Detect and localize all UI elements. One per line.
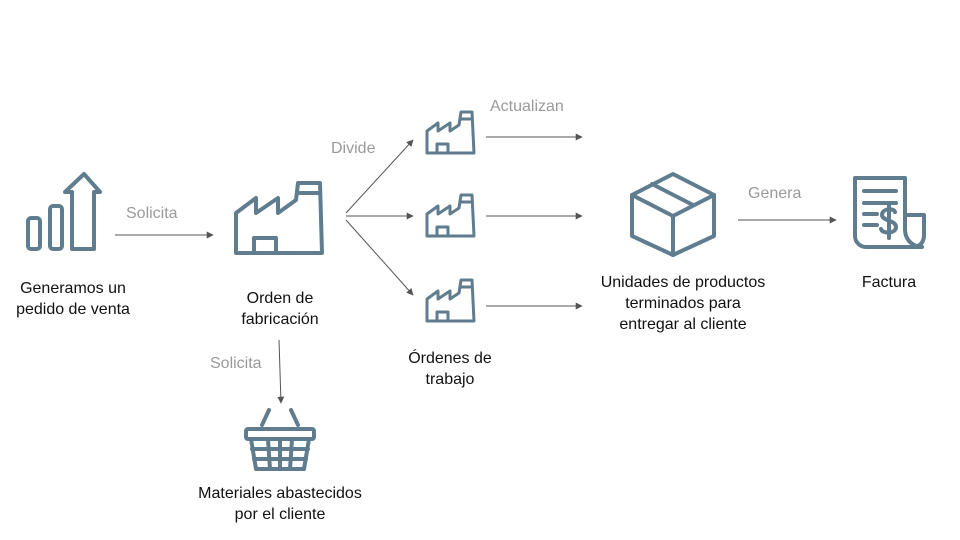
arrow-divide-bottom [345,219,414,296]
sales-order-label-line1: Generamos un [20,280,126,297]
invoice-icon [853,176,926,249]
growth-chart-icon [26,172,102,251]
finished-units-label-line1: Unidades de productos [600,274,766,291]
sales-order-label: Generamos un pedido de venta [0,278,146,320]
finished-units-label-line2: terminados para [625,295,741,312]
sales-order-label-line2: pedido de venta [16,301,130,318]
work-orders-label-line1: Órdenes de [408,350,492,367]
work-orders-label: Órdenes de trabajo [390,348,510,390]
materials-label: Materiales abastecidos por el cliente [170,483,390,525]
small-factory-icon [425,110,476,155]
edge-label-divide: Divide [331,140,376,157]
factory-icon [234,181,324,255]
small-factory-icon [425,193,476,238]
work-orders-label-line2: trabajo [425,371,475,388]
basket-icon [244,408,316,471]
materials-label-line2: por el cliente [234,506,326,523]
edge-label-actualizan: Actualizan [490,98,564,115]
edge-label-solicita-materials: Solicita [210,355,262,372]
box-icon [630,172,716,257]
invoice-label: Factura [849,272,929,293]
edge-label-genera: Genera [748,185,802,202]
materials-label-line1: Materiales abastecidos [198,485,362,502]
small-factory-icon [425,278,476,323]
edge-label-solicita: Solicita [126,205,178,222]
invoice-label-text: Factura [861,274,917,291]
arrow-solicita-materials [277,339,285,404]
finished-units-label-line3: entregar al cliente [619,316,747,333]
arrow-divide-top [345,139,414,214]
manufacturing-order-label: Orden de fabricación [220,288,340,330]
manufacturing-order-label-line2: fabricación [241,311,319,328]
finished-units-label: Unidades de productos terminados para en… [583,272,783,335]
manufacturing-order-label-line1: Orden de [246,290,314,307]
